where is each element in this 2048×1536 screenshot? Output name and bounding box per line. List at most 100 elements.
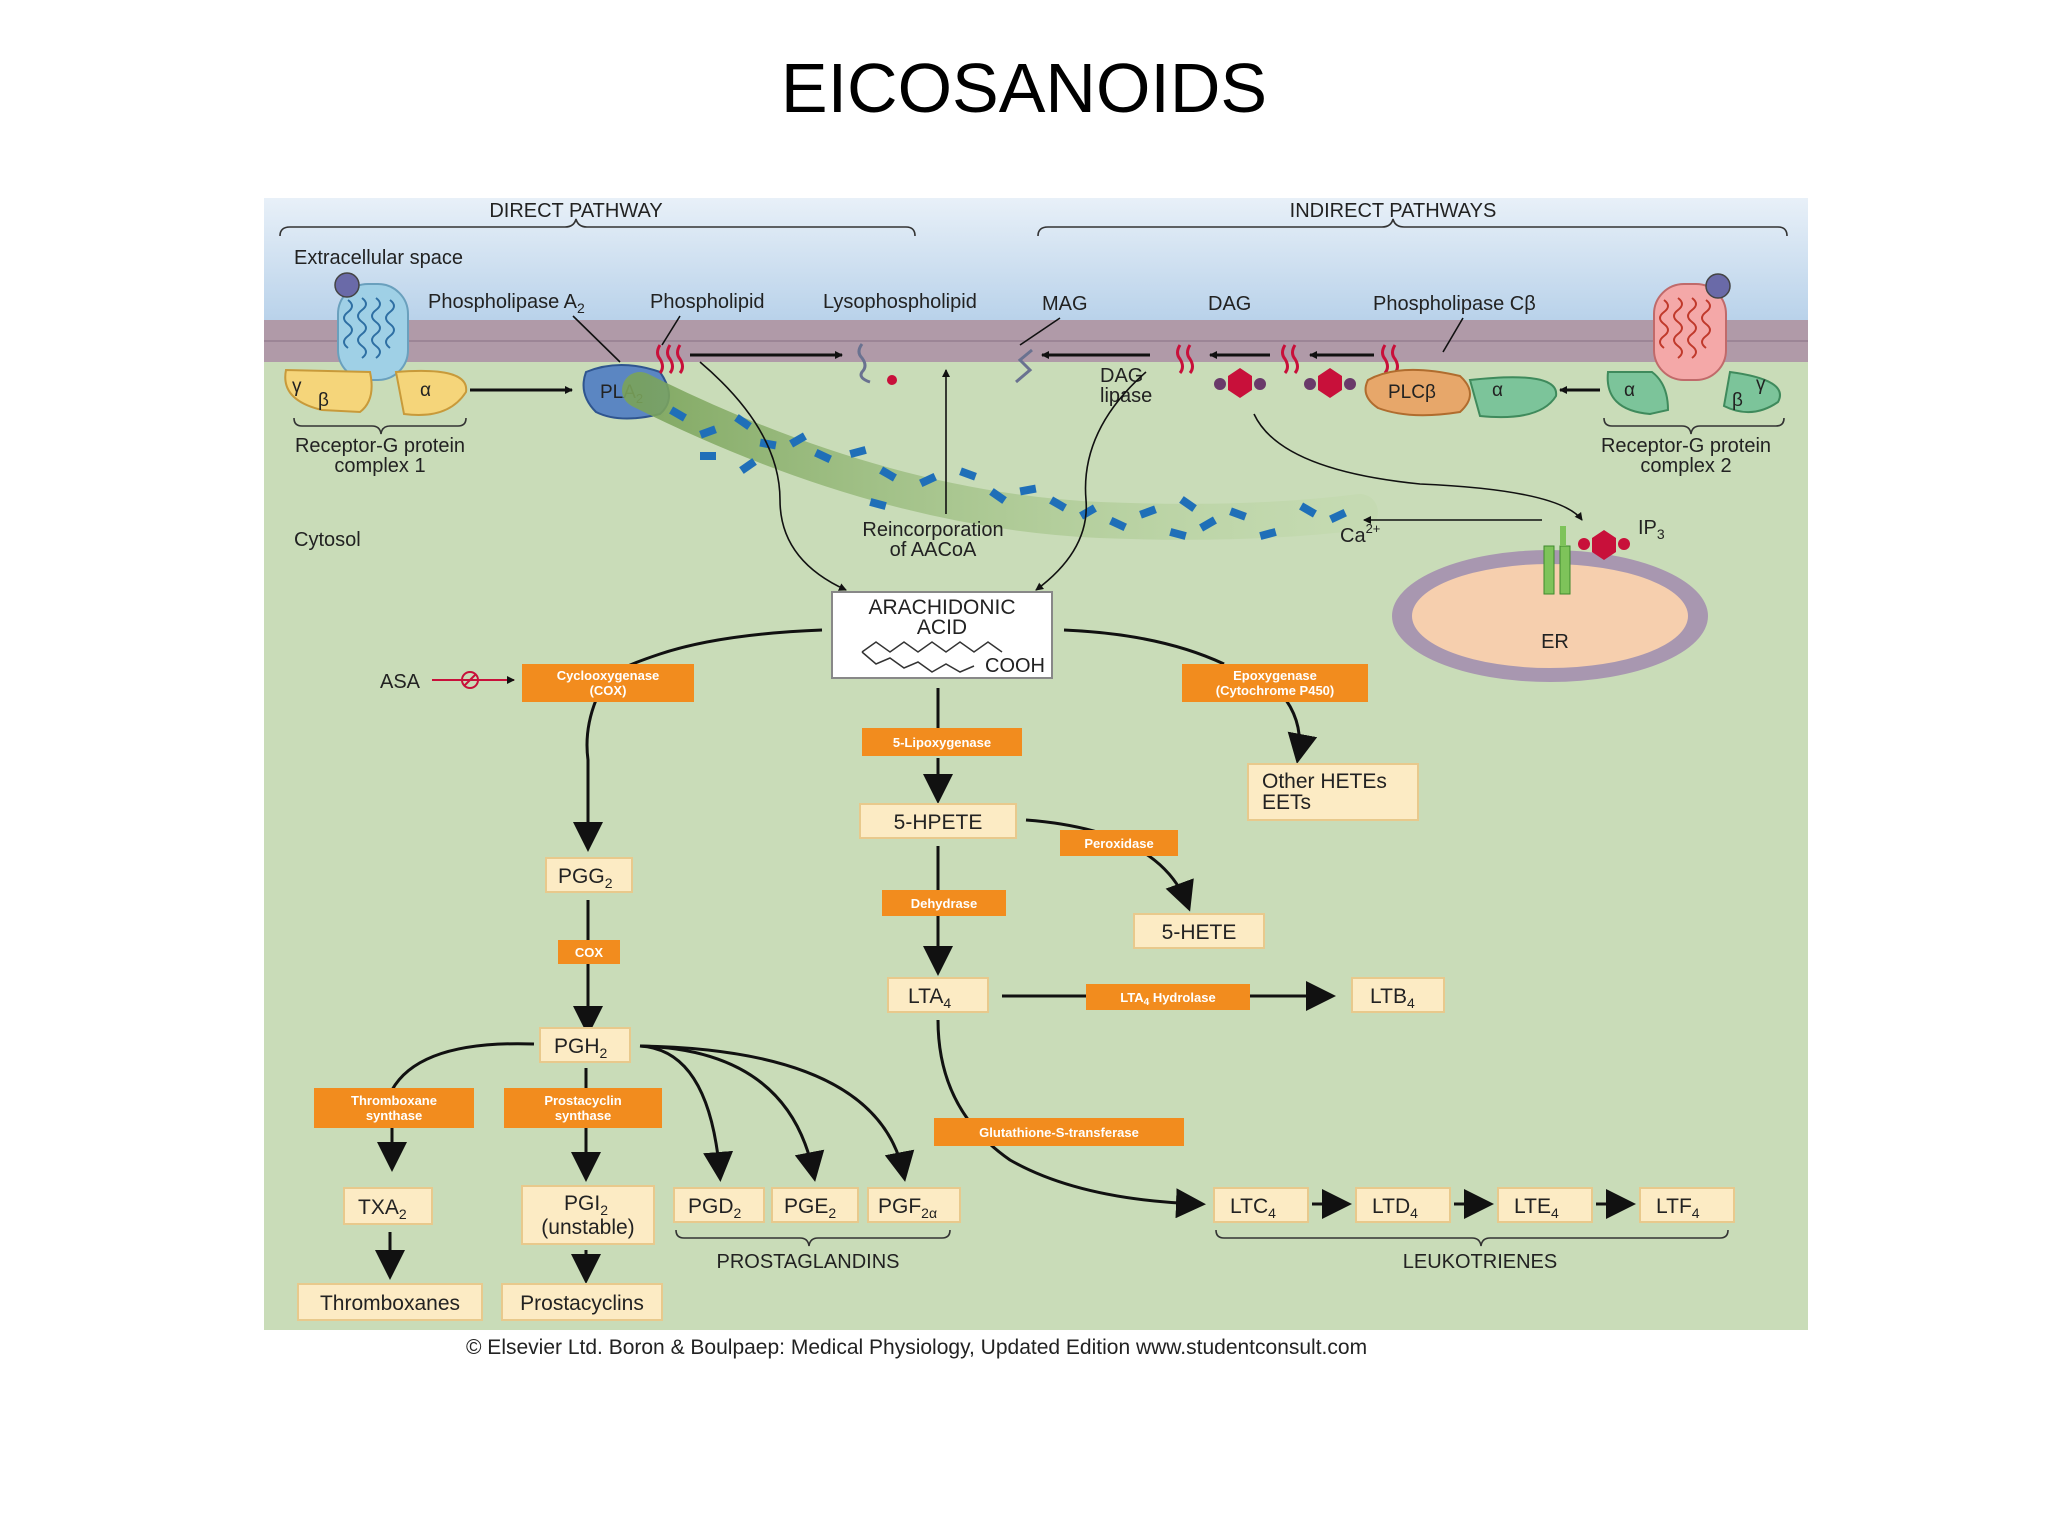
ltb4-label: LTB4 [1370, 985, 1415, 1011]
direct-pathway-label: DIRECT PATHWAY [489, 200, 662, 222]
5-hete-label: 5-HETE [1162, 921, 1237, 944]
plcb-label: PLCβ [1388, 382, 1436, 403]
ltb4-box [1351, 977, 1445, 1013]
epoxygenase-box [1182, 664, 1368, 702]
gst-label: Glutathione-S-transferase [979, 1125, 1139, 1140]
thromboxanes-box [297, 1283, 483, 1321]
prostaglandins-brace [675, 1229, 951, 1247]
direct-pathway-brace [279, 218, 916, 237]
leukotrienes-brace [1215, 1229, 1729, 1247]
dag-lipase-molecule [1214, 368, 1356, 398]
thromboxane-synthase-box [314, 1088, 474, 1128]
pgh2-box [539, 1027, 631, 1063]
prostacyclin-synthase-label-1: Prostacyclin [544, 1093, 621, 1108]
indirect-pathways-label: INDIRECT PATHWAYS [1290, 200, 1497, 222]
receptor2-label-2: complex 2 [1640, 455, 1731, 477]
lysophospholipid-label: Lysophospholipid [823, 291, 977, 313]
pgi2-note: (unstable) [541, 1216, 634, 1239]
reincorporation-label-1: Reincorporation [862, 519, 1003, 541]
dehydrase-box [882, 890, 1006, 916]
pgd2-box [673, 1187, 765, 1223]
er-label: ER [1541, 631, 1569, 653]
cooh-label: COOH [985, 655, 1045, 677]
lta4-box [887, 977, 989, 1013]
lta4-hydrolase-label: LTA4 Hydrolase [1120, 990, 1215, 1008]
lte4-box [1497, 1187, 1593, 1223]
txa2-label: TXA2 [358, 1196, 407, 1222]
asa-label: ASA [380, 671, 421, 693]
alpha-subunit-1: α [420, 380, 431, 401]
pge2-box [771, 1187, 859, 1223]
ip3-receptor-channel [1543, 526, 1630, 595]
5-hete-box [1133, 913, 1265, 949]
cytosol-background [264, 198, 1808, 1330]
alpha-subunit-2: α [1624, 380, 1635, 401]
lipoxygenase-label: 5-Lipoxygenase [893, 735, 991, 750]
lta4-hydrolase-box [1086, 984, 1250, 1010]
endoplasmic-reticulum: ER [1392, 550, 1708, 682]
eets-label: EETs [1262, 791, 1311, 814]
beta-subunit-2: β [1732, 390, 1743, 411]
gamma-subunit-2: γ [1756, 374, 1766, 395]
cox-enzyme-label-2: (COX) [590, 683, 627, 698]
prostacyclins-label: Prostacyclins [520, 1292, 644, 1315]
extracellular-space [264, 198, 1808, 320]
ltc4-box [1213, 1187, 1309, 1223]
pgi2-box [521, 1185, 655, 1245]
ltf4-box [1639, 1187, 1735, 1223]
epoxygenase-label-1: Epoxygenase [1233, 668, 1317, 683]
pgi2-label: PGI2 [564, 1192, 608, 1218]
reincorporation-label-2: of AACoA [890, 539, 977, 561]
pgd2-label: PGD2 [688, 1195, 742, 1221]
peroxidase-box [1060, 830, 1178, 856]
arachidonic-acid-structure [861, 641, 1003, 673]
ltc4-label: LTC4 [1230, 1195, 1276, 1221]
lte4-label: LTE4 [1514, 1195, 1559, 1221]
pgg2-label: PGG2 [558, 865, 613, 891]
pgf2a-label: PGF2α [878, 1195, 937, 1221]
other-hetes-label: Other HETEs [1262, 770, 1387, 793]
dag-label: DAG [1208, 293, 1251, 315]
prostacyclin-synthase-box [504, 1088, 662, 1128]
plcb-enzyme [1364, 368, 1471, 417]
prostaglandins-label: PROSTAGLANDINS [717, 1251, 900, 1273]
arachidonic-acid-box [831, 591, 1053, 679]
receptor-g-protein-complex-2: α β γ [1603, 273, 1785, 435]
lta4-label: LTA4 [908, 985, 951, 1011]
calcium-ions [669, 406, 1637, 638]
thromboxane-synthase-label-1: Thromboxane [351, 1093, 437, 1108]
ltd4-label: LTD4 [1372, 1195, 1418, 1221]
copyright-credit: © Elsevier Ltd. Boron & Boulpaep: Medica… [466, 1336, 1368, 1359]
epoxygenase-label-2: (Cytochrome P450) [1216, 683, 1334, 698]
receptor1-label-2: complex 1 [334, 455, 425, 477]
phospholipid-label: Phospholipid [650, 291, 765, 313]
lipoxygenase-box [862, 728, 1022, 756]
dehydrase-label: Dehydrase [911, 896, 977, 911]
hpete-box [859, 803, 1017, 839]
indirect-pathways-brace [1037, 218, 1788, 237]
cytosol-label: Cytosol [294, 529, 361, 551]
ltd4-box [1355, 1187, 1451, 1223]
receptor-g-protein-complex-1: γ β α [284, 272, 468, 435]
gst-box [934, 1118, 1184, 1146]
gamma-subunit-1: γ [292, 376, 302, 397]
prostacyclins-box [501, 1283, 663, 1321]
pgh2-label: PGH2 [554, 1035, 608, 1061]
thromboxane-synthase-label-2: synthase [366, 1108, 422, 1123]
receptor2-label-1: Receptor-G protein [1601, 435, 1771, 457]
asa-inhibition-symbol [432, 671, 515, 689]
prostacyclin-synthase-label-2: synthase [555, 1108, 611, 1123]
receptor1-label-1: Receptor-G protein [295, 435, 465, 457]
hpete-label: 5-HPETE [894, 811, 983, 834]
cox-enzyme-box [522, 664, 694, 702]
extracellular-space-label: Extracellular space [294, 247, 463, 269]
slide-title: EICOSANOIDS [780, 49, 1268, 127]
cox-enzyme-label-1: Cyclooxygenase [557, 668, 660, 683]
phospholipase-a2-label: Phospholipase A2 [428, 291, 585, 316]
arachidonic-acid-label-2: ACID [917, 616, 967, 639]
other-hetes-box [1247, 763, 1419, 821]
thromboxanes-label: Thromboxanes [320, 1292, 460, 1315]
alpha-subunit-2a: α [1492, 380, 1503, 401]
ip3-label: IP3 [1638, 517, 1665, 542]
